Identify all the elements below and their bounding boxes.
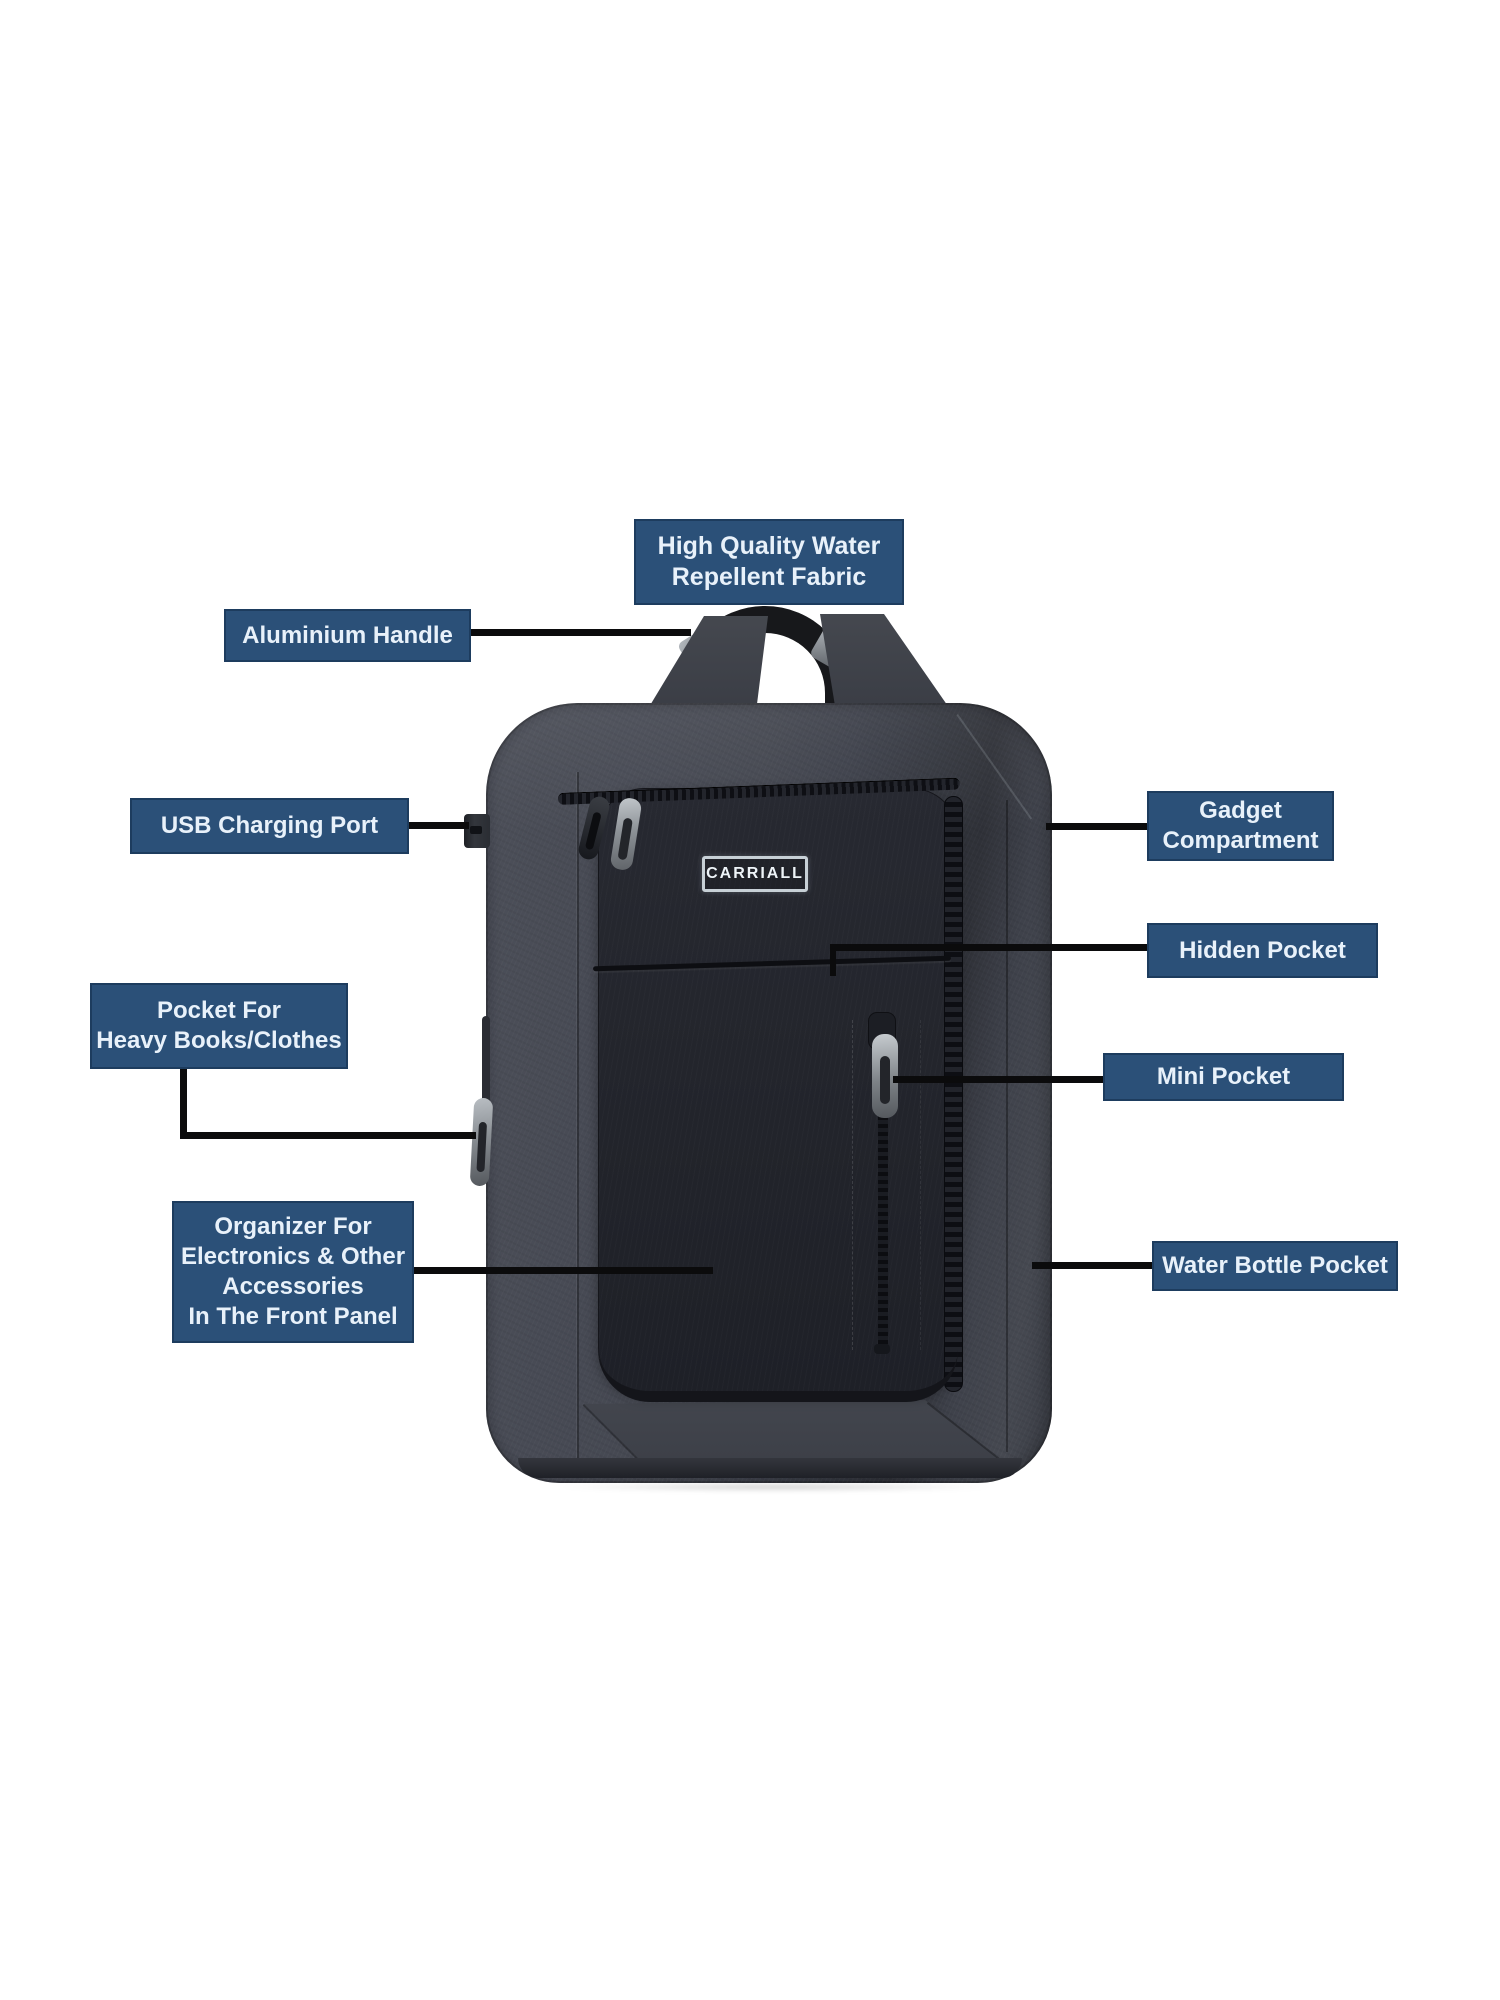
label-organizer-front-panel: Organizer For Electronics & Other Access…: [172, 1201, 414, 1343]
label-aluminium-handle: Aluminium Handle: [224, 609, 471, 662]
connector-organizer: [413, 1267, 713, 1274]
label-line: Gadget: [1199, 797, 1282, 824]
label-line: Water Bottle Pocket: [1162, 1252, 1388, 1279]
side-pocket-zipper-tape: [482, 1016, 490, 1112]
label-line: Electronics & Other: [180, 1243, 406, 1270]
label-line: Heavy Books/Clothes: [96, 1027, 342, 1054]
label-line: Repellent Fabric: [671, 563, 867, 591]
mini-pocket-zipper-track: [878, 1112, 888, 1348]
label-line: Pocket For: [156, 997, 282, 1024]
bottom-gusset-face: [584, 1400, 1000, 1466]
mini-pocket-zipper-stop: [874, 1344, 890, 1354]
right-panel-seam: [1006, 800, 1008, 1452]
label-line: Accessories: [222, 1273, 364, 1300]
connector-books-pocket-h: [180, 1132, 476, 1139]
handle-strap-right: [820, 614, 952, 712]
connector-aluminium-handle: [471, 629, 691, 636]
label-line: Organizer For: [214, 1213, 372, 1240]
connector-water-bottle: [1032, 1262, 1152, 1269]
label-line: High Quality Water: [657, 532, 881, 560]
label-mini-pocket: Mini Pocket: [1103, 1053, 1344, 1101]
label-line: In The Front Panel: [188, 1303, 398, 1330]
front-pocket-bottom-zipper: [598, 1340, 958, 1402]
label-pocket-heavy-books: Pocket For Heavy Books/Clothes: [90, 983, 348, 1069]
label-gadget-compartment: Gadget Compartment: [1147, 791, 1334, 861]
label-water-repellent-fabric: High Quality Water Repellent Fabric: [634, 519, 904, 605]
label-line: USB Charging Port: [160, 812, 379, 839]
bottom-piping-band: [518, 1458, 1022, 1478]
connector-hidden-pocket-v: [830, 947, 836, 976]
label-line: Aluminium Handle: [242, 621, 453, 649]
label-line: Hidden Pocket: [1179, 936, 1346, 964]
connector-hidden-pocket-h: [830, 944, 1147, 951]
left-panel-seam: [577, 772, 579, 1470]
mini-pocket-stitching-right: [920, 1020, 921, 1350]
label-usb-charging-port: USB Charging Port: [130, 798, 409, 854]
brand-badge: CARRIALL: [702, 856, 808, 892]
label-line: Compartment: [1162, 827, 1319, 854]
mini-pocket-stitching-left: [852, 1020, 853, 1350]
connector-books-pocket-v: [180, 1068, 187, 1138]
label-water-bottle-pocket: Water Bottle Pocket: [1152, 1241, 1398, 1291]
label-line: Mini Pocket: [1156, 1063, 1291, 1090]
connector-usb-port: [409, 822, 469, 829]
label-hidden-pocket: Hidden Pocket: [1147, 923, 1378, 978]
usb-port: [464, 814, 490, 848]
brand-badge-text: CARRIALL: [706, 865, 804, 882]
gadget-compartment-zipper: [944, 796, 963, 1392]
bag-ground-shadow: [556, 1482, 996, 1492]
connector-mini-pocket: [893, 1076, 1103, 1083]
connector-gadget-compartment: [1046, 823, 1147, 830]
